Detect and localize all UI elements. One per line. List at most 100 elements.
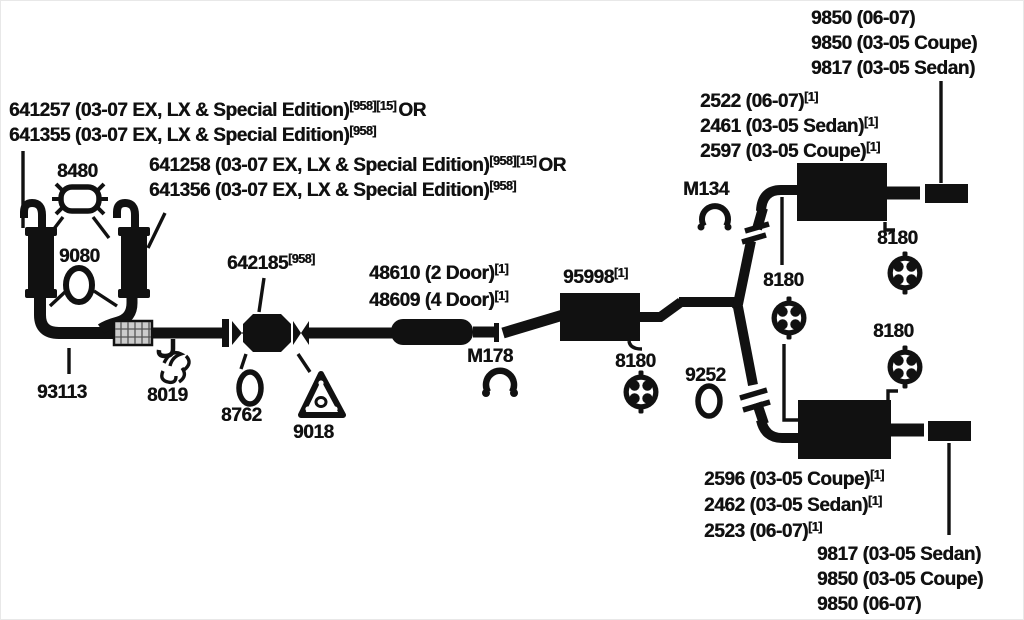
gasket-8480-icon bbox=[52, 182, 108, 216]
label-tailpipe-9817-sedan-bottom: 9817 (03-05 Sedan) bbox=[817, 544, 981, 565]
label-muffler-2522: 2522 (06-07)[1] bbox=[700, 91, 818, 112]
part-number-text: 2523 (06-07) bbox=[704, 521, 808, 542]
label-gasket-9018: 9018 bbox=[293, 422, 334, 443]
label-muffler-2596: 2596 (03-05 Coupe)[1] bbox=[704, 469, 884, 490]
label-tailpipe-9817-sedan-top: 9817 (03-05 Sedan) bbox=[811, 58, 975, 79]
muffler-95998-icon bbox=[560, 293, 640, 341]
part-number-text: 9850 (03-05 Coupe) bbox=[811, 33, 977, 54]
flex-coupling-icon bbox=[112, 319, 154, 347]
label-front-pipe-641258: 641258 (03-07 EX, LX & Special Edition)[… bbox=[149, 155, 566, 176]
footnote-superscript: [958] bbox=[489, 179, 516, 193]
footnote-superscript: [1] bbox=[804, 90, 818, 104]
catalytic-converter-right bbox=[113, 198, 150, 298]
part-number-text: 2596 (03-05 Coupe) bbox=[704, 469, 870, 490]
part-number-text: 2522 (06-07) bbox=[700, 91, 804, 112]
footnote-superscript: [1] bbox=[613, 266, 628, 280]
part-number-text: 641356 (03-07 EX, LX & Special Edition) bbox=[149, 180, 490, 201]
label-front-pipe-641257: 641257 (03-07 EX, LX & Special Edition)[… bbox=[9, 100, 426, 121]
footnote-superscript: [1] bbox=[494, 262, 509, 276]
footnote-superscript: [1] bbox=[869, 468, 884, 482]
part-number-text: 48610 (2 Door) bbox=[369, 263, 495, 284]
part-number-text: 8180 bbox=[615, 351, 656, 372]
branch-down-elbow bbox=[756, 418, 801, 443]
part-number-text: 641355 (03-07 EX, LX & Special Edition) bbox=[9, 125, 350, 146]
hanger-8019-icon bbox=[156, 339, 191, 385]
label-muffler-2597: 2597 (03-05 Coupe)[1] bbox=[700, 141, 880, 162]
part-number-text: 95998 bbox=[563, 267, 614, 288]
muffler-bottom-icon bbox=[798, 400, 891, 459]
label-clamp-m134: M134 bbox=[683, 179, 729, 200]
label-front-pipe-641355: 641355 (03-07 EX, LX & Special Edition)[… bbox=[9, 125, 376, 146]
clamp-m134-icon bbox=[697, 203, 732, 231]
converter-642185-icon bbox=[222, 314, 309, 352]
branch-up-elbow bbox=[756, 185, 800, 212]
part-number-text: 9850 (06-07) bbox=[817, 594, 921, 615]
part-number-text: 8180 bbox=[877, 228, 918, 249]
gasket-9080-icon bbox=[63, 265, 95, 305]
footnote-superscript: [958] bbox=[288, 252, 315, 266]
label-flex-93113: 93113 bbox=[37, 382, 87, 403]
clamp-m178-icon bbox=[482, 367, 518, 397]
resonator-icon bbox=[391, 319, 473, 345]
slip-joint-lower bbox=[739, 387, 771, 413]
footnote-superscript: [958][15] bbox=[489, 154, 537, 168]
part-number-text: M178 bbox=[467, 346, 513, 367]
part-number-text: 9850 (03-05 Coupe) bbox=[817, 569, 983, 590]
label-gasket-8762: 8762 bbox=[221, 405, 262, 426]
part-number-text: 2461 (03-05 Sedan) bbox=[700, 116, 864, 137]
label-muffler-2462: 2462 (03-05 Sedan)[1] bbox=[704, 495, 882, 516]
footnote-superscript: [1] bbox=[867, 494, 882, 508]
label-tailpipe-9850-coupe-bottom: 9850 (03-05 Coupe) bbox=[817, 569, 983, 590]
label-hanger-8019: 8019 bbox=[147, 385, 188, 406]
muffler-top-icon bbox=[797, 163, 887, 221]
footnote-superscript: [1] bbox=[865, 140, 880, 154]
part-number-text: 2597 (03-05 Coupe) bbox=[700, 141, 866, 162]
label-clamp-m178: M178 bbox=[467, 346, 513, 367]
front-downpipe-left bbox=[34, 289, 117, 339]
muffler-outlet-run bbox=[640, 297, 742, 323]
part-number-text: 9850 (06-07) bbox=[811, 8, 915, 29]
part-number-text: 641257 (03-07 EX, LX & Special Edition) bbox=[9, 100, 350, 121]
catalytic-converter-left bbox=[20, 198, 57, 298]
label-hanger-8180-upper-right: 8180 bbox=[877, 228, 918, 249]
label-tailpipe-9850-0607-top: 9850 (06-07) bbox=[811, 8, 915, 29]
leader-lines bbox=[21, 81, 951, 535]
tailpipe-top-icon bbox=[925, 184, 968, 203]
label-pipe-48609: 48609 (4 Door)[1] bbox=[369, 290, 509, 311]
label-hanger-8180-mid: 8180 bbox=[615, 351, 656, 372]
part-number-text: 8019 bbox=[147, 385, 188, 406]
mid-pipe-diagonal bbox=[501, 309, 565, 339]
footnote-superscript: [958] bbox=[349, 124, 376, 138]
footnote-superscript: [1] bbox=[863, 115, 878, 129]
part-number-text: 9252 bbox=[685, 365, 726, 386]
footnote-superscript: [1] bbox=[808, 520, 822, 534]
part-number-text: 93113 bbox=[37, 382, 87, 403]
label-front-pipe-641356: 641356 (03-07 EX, LX & Special Edition)[… bbox=[149, 180, 516, 201]
gasket-8762-icon bbox=[236, 369, 264, 407]
label-pipe-48610: 48610 (2 Door)[1] bbox=[369, 262, 509, 284]
part-number-text: 9018 bbox=[293, 422, 334, 443]
part-number-text: 9817 (03-05 Sedan) bbox=[811, 58, 975, 79]
tailpipe-bottom-icon bbox=[928, 421, 971, 441]
part-number-text: 9817 (03-05 Sedan) bbox=[817, 544, 981, 565]
part-number-text: 641258 (03-07 EX, LX & Special Edition) bbox=[149, 155, 490, 176]
or-text: OR bbox=[398, 100, 426, 121]
label-tailpipe-9850-coupe-top: 9850 (03-05 Coupe) bbox=[811, 33, 977, 54]
footnote-superscript: [958][15] bbox=[349, 99, 397, 113]
label-hanger-8180-center: 8180 bbox=[763, 270, 804, 291]
slip-joint-upper bbox=[741, 221, 770, 245]
label-muffler-2461: 2461 (03-05 Sedan)[1] bbox=[700, 116, 878, 137]
label-gasket-9252: 9252 bbox=[685, 365, 726, 386]
gasket-9018-icon bbox=[298, 371, 346, 418]
label-tailpipe-9850-0607-bottom: 9850 (06-07) bbox=[817, 594, 921, 615]
label-hanger-8180-lower-right: 8180 bbox=[873, 321, 914, 342]
or-text: OR bbox=[538, 155, 566, 176]
label-gasket-8480: 8480 bbox=[57, 161, 98, 182]
part-number-text: M134 bbox=[683, 179, 729, 200]
exhaust-pipes bbox=[34, 185, 801, 443]
part-number-text: 48609 (4 Door) bbox=[369, 290, 495, 311]
part-number-text: 2462 (03-05 Sedan) bbox=[704, 495, 868, 516]
